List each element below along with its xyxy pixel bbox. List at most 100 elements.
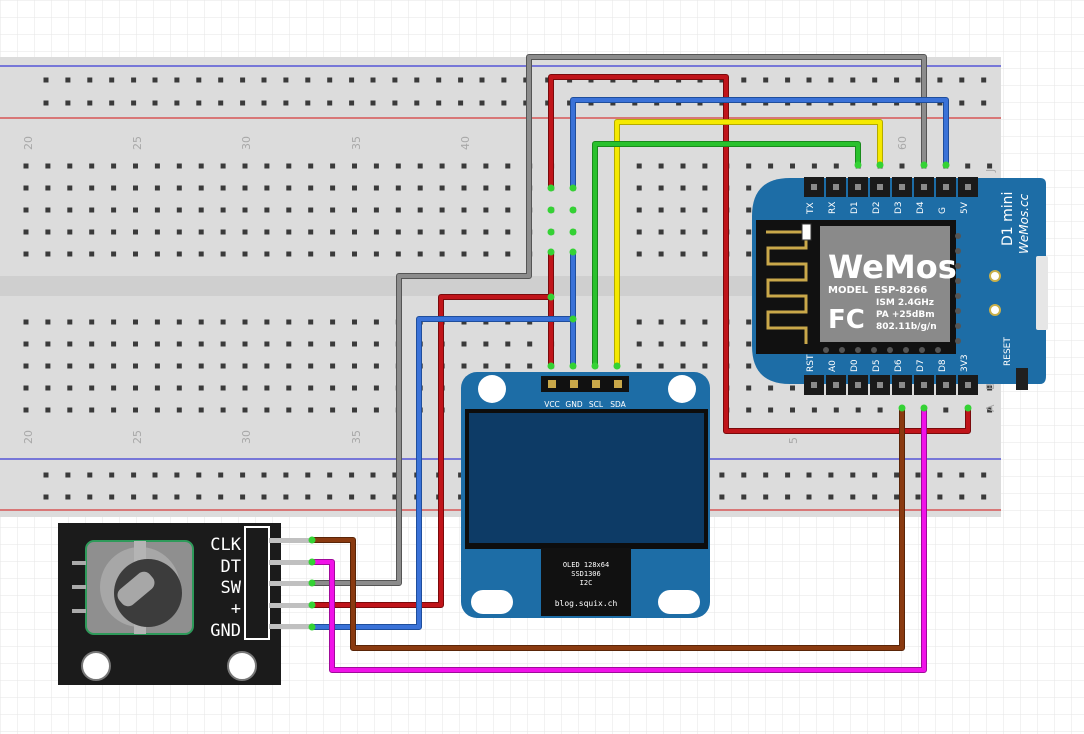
breadboard-hole xyxy=(176,341,182,347)
breadboard-hole xyxy=(746,229,752,235)
breadboard-hole xyxy=(308,341,314,347)
rail-hole xyxy=(261,100,267,106)
wire-endpoint xyxy=(547,248,555,256)
encoder-header-pins xyxy=(269,538,311,629)
breadboard-hole xyxy=(198,385,204,391)
breadboard-hole xyxy=(45,229,51,235)
breadboard-hole xyxy=(680,185,686,191)
breadboard-hole xyxy=(198,163,204,169)
breadboard-hole xyxy=(877,407,883,413)
breadboard-hole xyxy=(395,251,401,257)
col-label: 25 xyxy=(131,136,144,150)
breadboard-hole xyxy=(89,407,95,413)
castellations xyxy=(823,233,961,353)
rail-hole xyxy=(523,77,529,83)
mount-hole xyxy=(668,375,696,403)
oled-header-pins xyxy=(548,380,622,388)
breadboard-hole xyxy=(790,407,795,413)
rail-hole xyxy=(501,100,507,106)
breadboard-hole xyxy=(198,407,204,413)
header-pin-core xyxy=(921,382,927,388)
rail-hole xyxy=(196,494,202,500)
rail-hole xyxy=(850,472,856,478)
breadboard-hole xyxy=(67,407,73,413)
breadboard-hole xyxy=(220,163,226,169)
breadboard-hole xyxy=(373,229,379,235)
breadboard-hole xyxy=(133,185,138,191)
breadboard-hole xyxy=(330,363,336,369)
mount-hole xyxy=(989,304,1001,316)
rail-hole xyxy=(741,494,747,500)
breadboard-hole xyxy=(176,251,182,257)
breadboard-hole xyxy=(242,407,248,413)
reset-button[interactable] xyxy=(1016,368,1028,390)
breadboard-hole xyxy=(23,251,29,257)
breadboard-hole xyxy=(658,319,664,325)
rail-hole xyxy=(152,494,158,500)
breadboard-hole xyxy=(680,363,686,369)
breadboard-hole xyxy=(746,385,752,391)
rail-hole xyxy=(131,100,137,106)
castellation xyxy=(955,248,961,254)
breadboard-hole xyxy=(505,363,511,369)
rail-hole xyxy=(240,77,246,83)
breadboard-hole xyxy=(242,385,248,391)
breadboard-hole xyxy=(286,163,292,169)
rail-hole xyxy=(915,77,921,83)
breadboard-hole xyxy=(89,207,95,213)
antenna xyxy=(756,220,814,354)
rail-hole xyxy=(545,100,551,106)
castellation xyxy=(955,278,961,284)
breadboard-hole xyxy=(45,341,51,347)
breadboard-hole xyxy=(308,185,314,191)
wemos-d1-mini-board[interactable]: WeMos MODEL ESP-8266 FC ISM 2.4GHz PA +2… xyxy=(752,177,1048,395)
breadboard-hole xyxy=(45,185,51,191)
breadboard-hole xyxy=(154,407,160,413)
breadboard-hole xyxy=(133,407,138,413)
encoder-knob[interactable] xyxy=(114,559,182,627)
brand-logo: WeMos xyxy=(828,248,957,286)
castellation xyxy=(919,347,925,353)
header-pin-core xyxy=(811,382,817,388)
breadboard-hole xyxy=(373,163,379,169)
rail-hole xyxy=(436,100,442,106)
wire-endpoint xyxy=(964,404,972,412)
rail-hole xyxy=(327,494,333,500)
header-pin-core xyxy=(877,184,883,190)
breadboard-hole xyxy=(768,407,774,413)
breadboard-hole xyxy=(133,385,138,391)
breadboard-hole xyxy=(483,207,489,213)
breadboard-hole xyxy=(330,319,336,325)
oled-display-module[interactable]: OLED 128x64 SSD1306 I2C blog.squix.ch VC… xyxy=(461,372,710,618)
breadboard-hole xyxy=(154,363,160,369)
breadboard-hole xyxy=(330,207,336,213)
breadboard-hole xyxy=(220,251,226,257)
breadboard-hole xyxy=(111,363,117,369)
rail-hole xyxy=(152,472,158,478)
breadboard-hole xyxy=(702,319,708,325)
rail-hole xyxy=(109,494,115,500)
breadboard-hole xyxy=(899,163,905,169)
breadboard-hole xyxy=(67,229,73,235)
rail-hole xyxy=(392,77,398,83)
breadboard-hole xyxy=(373,341,379,347)
breadboard-hole xyxy=(330,407,336,413)
breadboard-hole xyxy=(943,407,949,413)
rail-hole xyxy=(218,100,224,106)
rail-hole xyxy=(458,77,464,83)
col-label: 30 xyxy=(240,136,253,150)
breadboard-hole xyxy=(67,319,73,325)
wire-endpoint xyxy=(547,228,555,236)
breadboard-hole xyxy=(768,385,774,391)
oled-label-line: SSD1306 xyxy=(571,570,601,578)
castellation xyxy=(955,338,961,344)
breadboard-hole xyxy=(133,163,138,169)
breadboard-hole xyxy=(461,363,467,369)
breadboard-hole xyxy=(286,185,292,191)
mount-hole xyxy=(81,651,111,681)
breadboard-hole xyxy=(658,363,664,369)
rotary-encoder-module[interactable]: CLK DT SW + GND xyxy=(58,523,311,685)
model-label: MODEL xyxy=(828,285,869,296)
castellation xyxy=(823,347,829,353)
breadboard-hole xyxy=(417,207,423,213)
